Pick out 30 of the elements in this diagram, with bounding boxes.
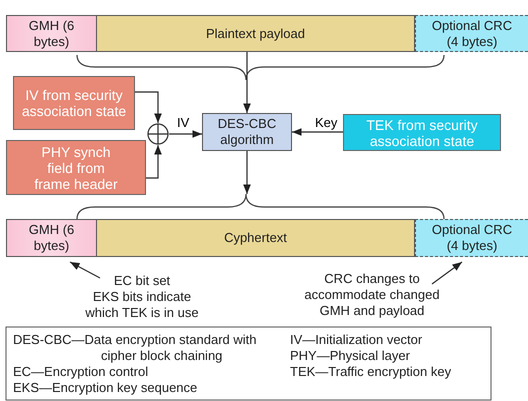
legend-text: EKS—Encryption key sequence [13, 380, 198, 396]
crc-field: Optional CRC (4 bytes) [415, 219, 528, 257]
annotation-text: EC bit set [114, 273, 170, 289]
legend-text: IV—Initialization vector [290, 332, 422, 348]
xor-symbol [147, 123, 169, 145]
leader-line [70, 261, 100, 279]
header-field: GMH (6 bytes) [6, 219, 97, 257]
arrow [292, 128, 343, 136]
arrow [135, 91, 162, 123]
input-box: PHY synch field from frame header [6, 140, 146, 195]
crc-field: Optional CRC (4 bytes) [415, 15, 528, 52]
annotation-text: EKS bits indicate which TEK is in use [84, 289, 200, 321]
key-box: TEK from security association state [343, 114, 501, 151]
arrow [243, 151, 251, 194]
edge-label: Key [314, 116, 338, 130]
arrow [243, 52, 251, 113]
legend-text: DES-CBC—Data encryption standard with cipher block chaining [13, 332, 258, 364]
payload-field: Plaintext payload [97, 15, 415, 52]
header-field: GMH (6 bytes) [6, 15, 97, 52]
edge-label: IV [176, 116, 190, 130]
annotation-text: CRC changes to accommodate changed GMH and payload [292, 270, 452, 320]
arrow [146, 145, 162, 179]
leader-line [432, 262, 462, 284]
input-box: IV from security association state [13, 76, 135, 130]
legend-text: EC—Encryption control [13, 364, 148, 380]
legend-text: TEK—Traffic encryption key [290, 364, 452, 380]
arrow [169, 130, 202, 138]
payload-field: Cyphertext [97, 219, 415, 257]
process-box: DES-CBC algorithm [202, 113, 292, 151]
legend-text: PHY—Physical layer [290, 348, 410, 364]
